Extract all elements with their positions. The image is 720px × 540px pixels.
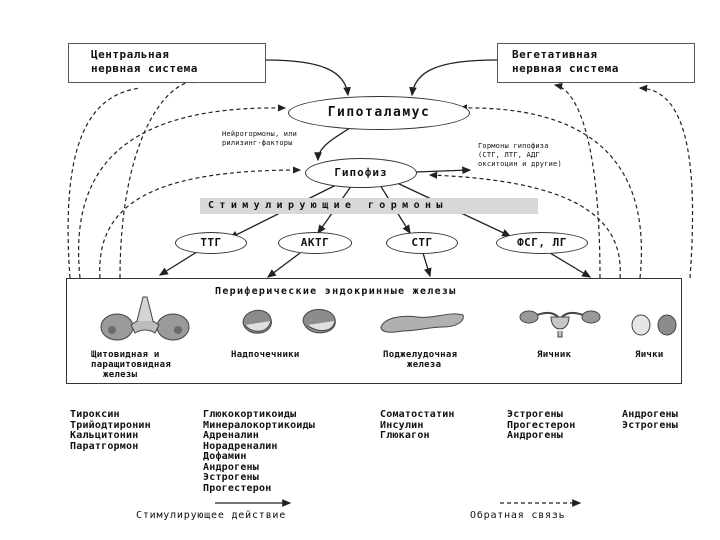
gland-testes-label: Яички [635, 350, 664, 360]
hormone-item: Дофамин [203, 451, 247, 462]
hormone-item: Трийодтиронин [70, 419, 151, 431]
hormones-adrenal-list: Глюкокортикоиды Минералокортикоиды Адрен… [203, 409, 315, 494]
ans-label-line2: нервная система [512, 62, 619, 75]
arrow-pituitary-hormones [414, 166, 472, 175]
hormone-item: Норадреналин [203, 440, 278, 452]
hormones-ovary-list: Эстрогены Прогестерон Андрогены [507, 409, 576, 442]
hormone-item: Соматостатин [380, 409, 455, 420]
feedback-left-cns [119, 76, 202, 279]
fsg-lg-label: ФСГ, ЛГ [517, 236, 567, 249]
hormone-item: Тироксин [70, 409, 120, 420]
neurohormones-line1: Нейрогормоны, или [222, 130, 298, 138]
hypophysis-ellipse: Гипофиз [305, 158, 417, 188]
adrenal-icon [242, 309, 336, 334]
arrow-fsg-ovary [549, 252, 592, 278]
arrow-ans-hypothalamus [409, 59, 498, 97]
gland-pancreas-line1: Поджелудочная [383, 350, 458, 360]
feedback-right-hypophysis [428, 171, 621, 279]
hormone-item: Прогестерон [507, 419, 576, 431]
neurohormones-line2: рилизинг-факторы [222, 139, 293, 147]
peripheral-title: Периферические эндокринные железы [215, 286, 457, 297]
ans-box: Вегетативная нервная система [497, 43, 695, 83]
cns-label-line2: нервная система [91, 62, 198, 75]
hormone-item: Прогестерон [203, 482, 272, 494]
arrow-aktg-adrenal [266, 252, 301, 278]
ovary-icon [519, 310, 601, 338]
hormones-pancreas-list: Соматостатин Инсулин Глюкагон [380, 409, 455, 442]
feedback-left-outer [78, 104, 287, 279]
hormones-thyroid-list: Тироксин Трийодтиронин Кальцитонин Парат… [70, 409, 151, 452]
stg-label: СТГ [411, 236, 433, 249]
hormone-item: Минералокортикоиды [203, 419, 315, 431]
feedback-right-ans [553, 82, 601, 279]
arrow-neurohormones [314, 124, 356, 162]
ttg-ellipse: ТТГ [175, 232, 247, 254]
aktg-label: АКТГ [300, 236, 330, 249]
gland-adrenal-label: Надпочечники [231, 350, 300, 360]
testes-icon [631, 314, 677, 336]
hormones-testes-list: Андрогены Эстрогены [622, 409, 678, 431]
feedback-far-right [638, 84, 694, 279]
fsg-lg-ellipse: ФСГ, ЛГ [496, 232, 588, 254]
thyroid-icon [100, 296, 190, 341]
hormone-item: Глюкагон [380, 430, 430, 441]
hormone-item: Андрогены [507, 430, 563, 441]
gland-pancreas-line2: железа [407, 360, 442, 370]
hormone-item: Адреналин [203, 430, 259, 441]
feedback-right-outer [458, 104, 643, 279]
hormone-item: Андрогены [622, 409, 678, 420]
peripheral-glands-box: Периферические эндокринные железы Щитови… [66, 278, 682, 384]
hormone-item: Кальцитонин [70, 430, 139, 441]
ans-label-line1: Вегетативная [512, 48, 598, 61]
legend-stimulating-label: Стимулирующее действие [136, 510, 287, 521]
pituitary-hormones-line2: (СТГ, ЛТГ, АДГ [478, 151, 540, 159]
pituitary-hormones-line3: окситоцин и другие) [478, 160, 562, 168]
stimulating-banner: Стимулирующие гормоны [200, 198, 538, 214]
hormone-item: Эстрогены [507, 409, 563, 420]
gland-thyroid-line1: Щитовидная и [91, 350, 160, 360]
cns-label-line1: Центральная [91, 48, 170, 61]
aktg-ellipse: АКТГ [278, 232, 352, 254]
hormone-item: Глюкокортикоиды [203, 409, 297, 420]
hormone-item: Паратгормон [70, 440, 139, 452]
gland-thyroid-line2: паращитовидная [91, 360, 172, 370]
arrow-stg-pancreas [422, 252, 432, 278]
gland-ovary-label: Яичник [537, 350, 572, 360]
pituitary-hormones-line1: Гормоны гипофиза [478, 142, 549, 150]
stimulating-banner-label: Стимулирующие гормоны [208, 200, 448, 211]
hypothalamus-label: Гипоталамус [327, 105, 431, 120]
hypophysis-label: Гипофиз [334, 166, 388, 179]
cns-box: Центральная нервная система [68, 43, 266, 83]
gland-thyroid-line3: железы [103, 370, 138, 380]
arrow-ttg-thyroid [158, 249, 201, 276]
hormone-item: Эстрогены [203, 472, 259, 483]
legend-feedback-label: Обратная связь [470, 510, 566, 521]
hormone-item: Инсулин [380, 419, 424, 431]
hormone-item: Эстрогены [622, 419, 678, 431]
feedback-far-left [67, 87, 141, 279]
pancreas-icon [380, 313, 464, 333]
hypothalamus-ellipse: Гипоталамус [288, 96, 470, 130]
ttg-label: ТТГ [200, 236, 222, 249]
hormone-item: Андрогены [203, 461, 259, 473]
feedback-left-hypophysis [99, 166, 302, 279]
arrow-cns-hypothalamus [264, 59, 351, 97]
stg-ellipse: СТГ [386, 232, 458, 254]
